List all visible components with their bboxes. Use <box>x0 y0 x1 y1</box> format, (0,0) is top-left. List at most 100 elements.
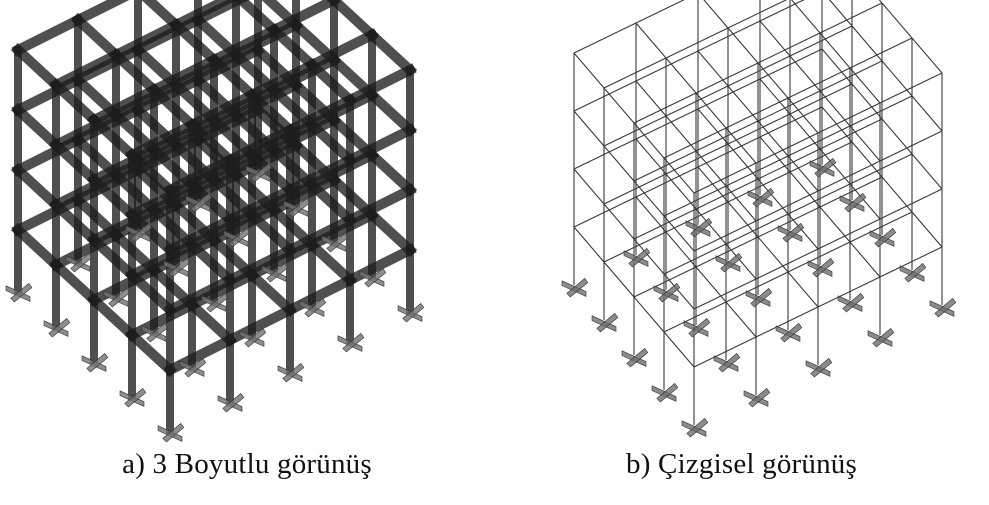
support-plate <box>222 392 245 413</box>
support-plate <box>402 302 425 323</box>
beam-y <box>663 273 695 310</box>
beam-x <box>725 155 789 187</box>
beam-x <box>343 123 417 167</box>
beam-y <box>665 115 697 152</box>
beam-x <box>727 113 791 145</box>
support-plate <box>168 257 191 278</box>
fixed-support-icon <box>837 292 865 313</box>
beam-x <box>665 201 729 233</box>
fixed-support-icon <box>163 257 191 278</box>
fixed-support-icon <box>685 217 713 238</box>
fixed-support-icon <box>681 417 709 438</box>
beam-x <box>757 148 821 180</box>
beam-y <box>141 0 184 33</box>
beam-x <box>849 95 913 127</box>
beam-x <box>305 88 379 132</box>
beam-x <box>817 276 881 308</box>
support-plate <box>184 357 207 378</box>
beam-x <box>125 118 199 162</box>
beam-x <box>573 196 637 228</box>
beam-y <box>146 82 200 133</box>
beam-y <box>108 47 162 98</box>
fixed-support-icon <box>807 257 835 278</box>
fixed-support-icon <box>217 392 245 413</box>
beam-x <box>283 153 357 197</box>
beam-y <box>911 153 943 190</box>
fixed-support-icon <box>223 227 251 248</box>
support-plate <box>658 282 681 303</box>
beam-x <box>817 160 881 192</box>
beam-y <box>759 20 791 57</box>
beam-y <box>635 138 667 175</box>
beam-x <box>693 278 757 310</box>
fixed-support-icon <box>65 252 93 273</box>
fixed-support-icon <box>397 302 425 323</box>
beam-x <box>573 138 637 170</box>
support-plate <box>686 417 709 438</box>
beam-y <box>849 241 881 278</box>
beam-x <box>697 78 761 110</box>
beam-x <box>635 0 685 24</box>
beam-x <box>163 273 237 317</box>
fixed-support-icon <box>277 362 305 383</box>
support-plate <box>688 317 711 338</box>
support-plate <box>288 197 311 218</box>
beam-x <box>849 37 913 69</box>
beam-x <box>169 0 238 32</box>
beam-y <box>790 0 821 34</box>
beam-x <box>697 136 761 168</box>
support-plate <box>720 252 743 273</box>
beam-y <box>266 22 320 73</box>
beam-x <box>755 132 819 164</box>
beam-x <box>787 67 851 99</box>
beam-y <box>663 331 695 368</box>
beam-x <box>305 28 379 72</box>
beam-y <box>206 52 260 103</box>
support-plate <box>266 262 289 283</box>
beam-x <box>879 188 943 220</box>
fixed-support-icon <box>651 382 679 403</box>
beam-y <box>244 147 298 198</box>
beam-x <box>229 78 303 122</box>
beam-y <box>573 168 605 205</box>
beam-x <box>727 171 791 203</box>
beam-y <box>326 0 380 43</box>
beam-x <box>819 60 883 92</box>
beam-x <box>573 22 637 54</box>
support-plate <box>566 277 589 298</box>
beam-x <box>223 243 297 287</box>
fixed-support-icon <box>299 297 327 318</box>
fixed-support-icon <box>119 387 147 408</box>
beam-y <box>789 171 821 208</box>
fixed-support-icon <box>283 197 311 218</box>
support-plate <box>690 217 713 238</box>
beam-y <box>603 145 635 182</box>
beam-y <box>727 27 759 64</box>
support-plate <box>934 297 957 318</box>
beam-x <box>343 63 417 107</box>
fixed-support-icon <box>261 262 289 283</box>
beam-y <box>819 32 851 69</box>
beam-y <box>881 2 913 39</box>
beam-y <box>86 232 140 283</box>
support-plate <box>146 322 169 343</box>
fixed-support-icon <box>141 322 169 343</box>
support-plate <box>810 357 833 378</box>
beam-x <box>169 48 243 92</box>
panel-3d-view: a) 3 Boyutlu görünüş <box>0 0 494 505</box>
beam-x <box>633 92 697 124</box>
beam-x <box>267 113 341 157</box>
beam-x <box>663 243 727 275</box>
beam-x <box>819 2 883 34</box>
support-plate <box>250 162 273 183</box>
beam-y <box>849 183 881 220</box>
beam-x <box>147 113 221 157</box>
beam-x <box>283 93 357 137</box>
beam-x <box>125 238 199 282</box>
beam-x <box>185 208 259 252</box>
beam-x <box>169 108 243 152</box>
beam-x <box>283 213 357 257</box>
support-plate <box>718 352 741 373</box>
panel-line-view: b) Çizgisel görünüş <box>494 0 989 505</box>
beam-y <box>697 50 729 87</box>
